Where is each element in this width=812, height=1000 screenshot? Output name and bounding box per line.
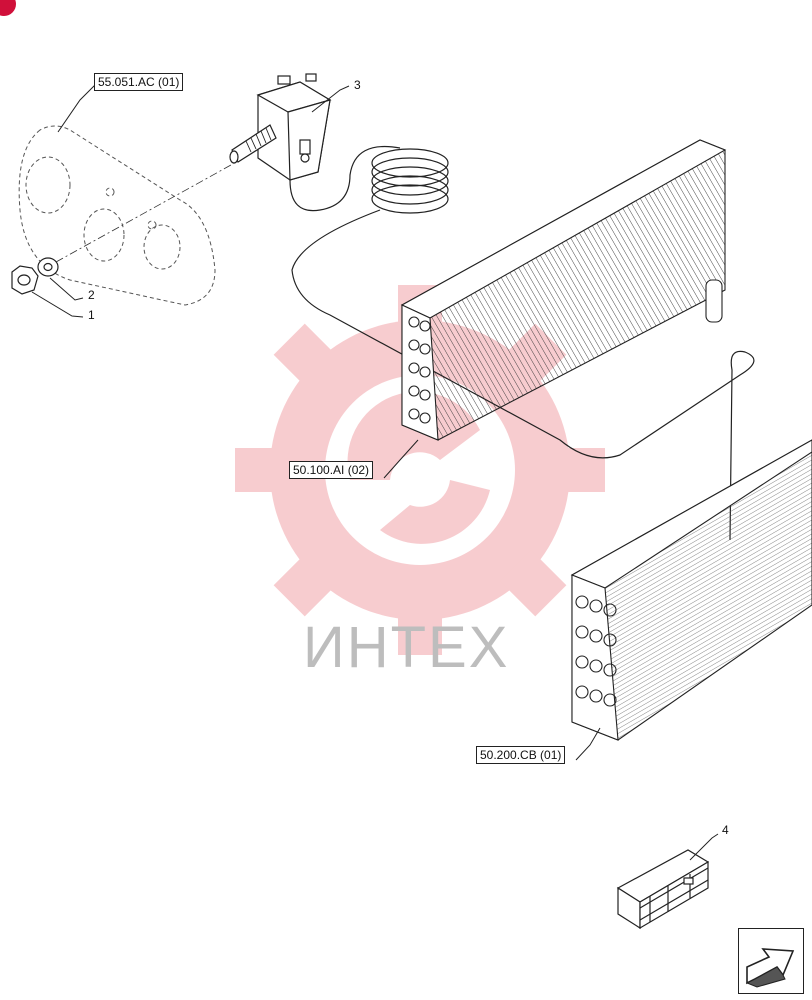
- ref-label-panel[interactable]: 55.051.AC (01): [94, 73, 184, 91]
- watermark-text: ИНТЕХ: [303, 615, 510, 680]
- ref-label-evaporator[interactable]: 50.100.AI (02): [289, 461, 374, 479]
- washer-part: [37, 257, 59, 277]
- nut-part: [11, 265, 39, 295]
- capillary-tube: [289, 145, 755, 541]
- control-panel-outline: [18, 125, 216, 306]
- ref-label-condenser[interactable]: 50.200.CB (01): [476, 746, 566, 764]
- leader-lines: [31, 83, 719, 861]
- corner-badge: [0, 0, 16, 16]
- next-page-arrow-button[interactable]: [738, 928, 804, 994]
- callout-1: 1: [88, 308, 95, 322]
- condenser-core: [570, 439, 812, 741]
- callout-2: 2: [88, 288, 95, 302]
- callout-3: 3: [354, 78, 361, 92]
- arrow-icon: [745, 948, 795, 988]
- evaporator-core: [400, 139, 727, 441]
- kit-box-part: [616, 849, 710, 930]
- assembly-axis: [55, 159, 241, 263]
- callout-4: 4: [722, 823, 729, 837]
- thermostat-switch-part: [229, 73, 332, 181]
